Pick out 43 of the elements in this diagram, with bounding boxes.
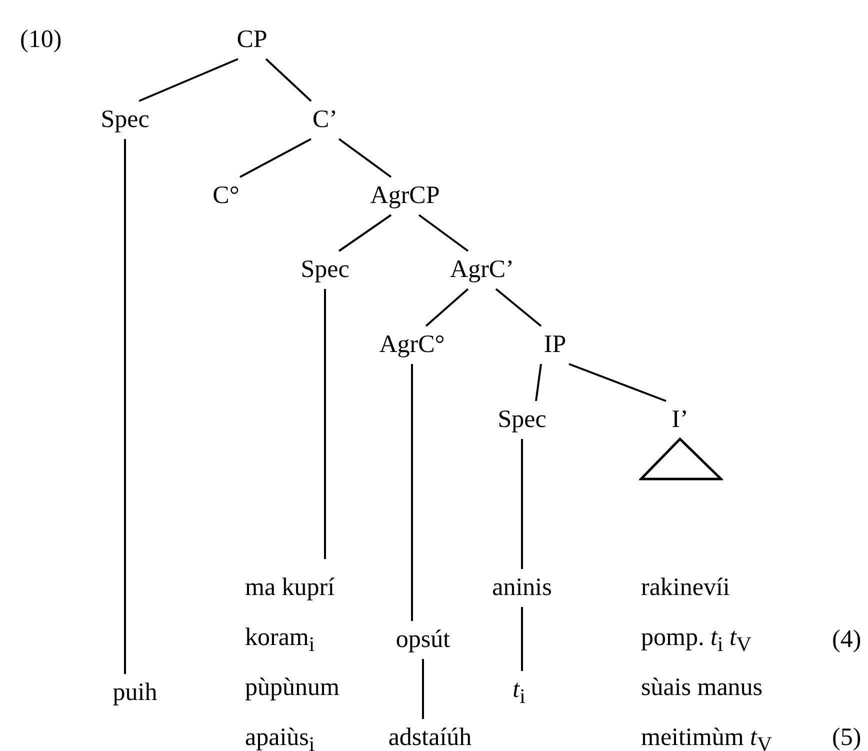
tree-branch (535, 364, 542, 402)
word-text: meitimùm t$_{V}$ (641, 724, 772, 751)
example-number: (10) (20, 26, 62, 53)
tree-branch (425, 288, 469, 327)
word-text: sùais manus (641, 674, 763, 701)
node-label: AgrCP (370, 182, 440, 209)
node-label: C’ (312, 106, 338, 133)
word-text: koram$_{i}$ (245, 624, 315, 651)
word-text: adstaíúh (388, 724, 472, 751)
tree-branch (521, 439, 523, 569)
word-text: t$_{i}$ (512, 676, 526, 703)
node-label: AgrC’ (450, 256, 514, 283)
word-text: rakinevíi (641, 574, 730, 601)
tree-branch (324, 289, 326, 559)
tree-branch (338, 214, 392, 252)
node-label: Spec (300, 256, 350, 283)
word-text: aninis (492, 574, 552, 601)
word-text: apaiùs$_{i}$ (245, 724, 315, 751)
tree-branch (521, 607, 523, 671)
tree-branch (418, 214, 469, 252)
example-number: (5) (832, 724, 862, 751)
tree-branch (138, 58, 238, 102)
tree-branch (568, 363, 666, 402)
example-number: (4) (832, 626, 862, 653)
tree-branch (411, 364, 413, 621)
tree-branch (124, 139, 126, 674)
tree-branch (240, 138, 312, 178)
node-label: CP (236, 26, 268, 53)
tree-branch (422, 659, 424, 719)
word-text: opsút (396, 626, 450, 653)
tree-branch (338, 138, 392, 178)
node-label: IP (544, 331, 566, 358)
node-label: C° (212, 182, 240, 209)
node-label: Spec (100, 106, 150, 133)
tree-branch (495, 288, 542, 327)
word-text: ma kuprí (245, 574, 335, 601)
node-label: Spec (498, 406, 546, 433)
word-text: puih (112, 679, 158, 706)
tree-branch (265, 58, 312, 102)
node-label: I’ (672, 406, 688, 433)
word-text: pomp. t$_{i}$ t$_{V}$ (641, 624, 752, 651)
word-text: pùpùnum (245, 674, 340, 701)
node-label: AgrC° (379, 331, 445, 358)
